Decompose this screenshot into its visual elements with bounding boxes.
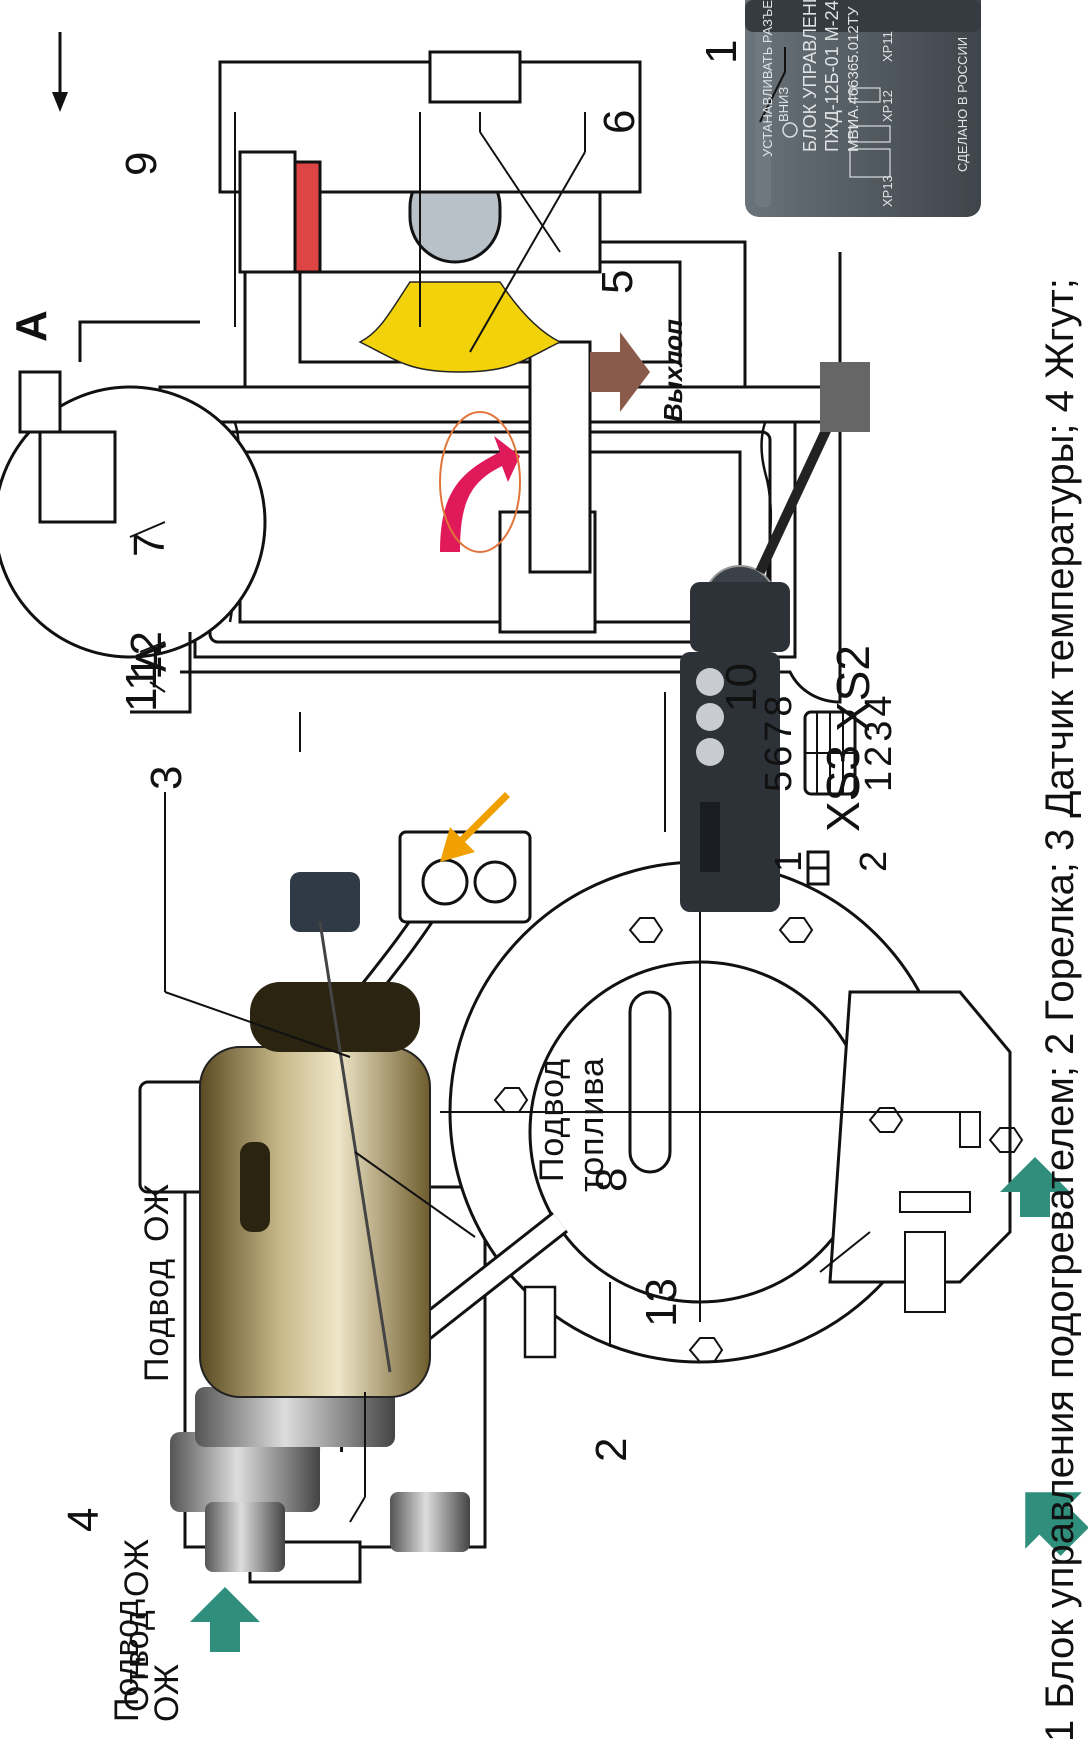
xs3-pin-2: 2: [853, 850, 895, 872]
flow-arrow: [440, 436, 520, 552]
exhaust-label: Выхлоп: [658, 318, 688, 422]
ecu-note: УСТАНАВЛИВАТЬ РАЗЪЕМОМ: [760, 0, 775, 157]
callout-1: 1: [697, 39, 746, 64]
xs3-pin-1: 1: [768, 850, 810, 872]
ecu-note-2: ВНИЗ: [776, 86, 791, 122]
callout-3: 3: [142, 765, 191, 790]
callout-6: 6: [595, 109, 644, 134]
ecu-xp12: ХР12: [880, 90, 895, 122]
pump-inlet-label-1: Подвод: [108, 1597, 146, 1722]
ecu-spec: МВИА.466365.012ТУ: [845, 6, 862, 152]
flame-icon: [358, 281, 562, 373]
ecu-footer: СДЕЛАНО В РОССИИ: [955, 36, 970, 172]
view-arrow-label: A: [7, 310, 56, 342]
xs2-top-pins: 5678: [758, 691, 800, 792]
logo-icon: [782, 122, 798, 138]
coolant-in-arrow: [1000, 1157, 1070, 1217]
callout-4: 4: [59, 1507, 108, 1532]
ecu-model: ПЖД-12Б-01 М-24В: [822, 0, 842, 152]
coolant-pump: [170, 872, 470, 1572]
pump-inlet-arrow: [190, 1587, 260, 1652]
ecu-title: БЛОК УПРАВЛЕНИЯ: [800, 0, 820, 152]
xs2-bottom-pins: 1234: [858, 691, 900, 792]
fuel-arrow: [440, 792, 510, 862]
callout-7: 7: [125, 532, 174, 557]
callout-9: 9: [117, 151, 166, 176]
coolant-out-arrow: [1025, 1492, 1088, 1556]
connector-xs3: [806, 850, 830, 886]
pump-inlet-label-2: ОЖ: [148, 1662, 186, 1722]
coolant-in-label-2: ОЖ: [138, 1182, 176, 1242]
ecu-xp13: ХР13: [880, 175, 895, 207]
caption: 1 Блок управления подогревателем; 2 Горе…: [1038, 278, 1082, 1742]
callout-5: 5: [593, 269, 642, 294]
callout-13: 13: [637, 1278, 686, 1327]
heater-section-view: [0, 50, 842, 714]
exhaust-arrow: [590, 332, 650, 412]
view-label: A: [127, 642, 176, 672]
control-unit: [745, 0, 981, 217]
connector-xs2: [803, 710, 857, 796]
control-panel: [680, 362, 870, 912]
callout-2: 2: [587, 1437, 636, 1462]
coolant-in-label-1: Подвод: [138, 1257, 176, 1382]
fuel-label-2: топлива: [573, 1057, 611, 1192]
coolant-out-label-2: ОЖ: [118, 1537, 156, 1597]
ecu-xp11: ХР11: [880, 31, 895, 62]
fuel-label-1: Подвод: [533, 1057, 571, 1182]
leader-lines: [129, 47, 871, 1523]
